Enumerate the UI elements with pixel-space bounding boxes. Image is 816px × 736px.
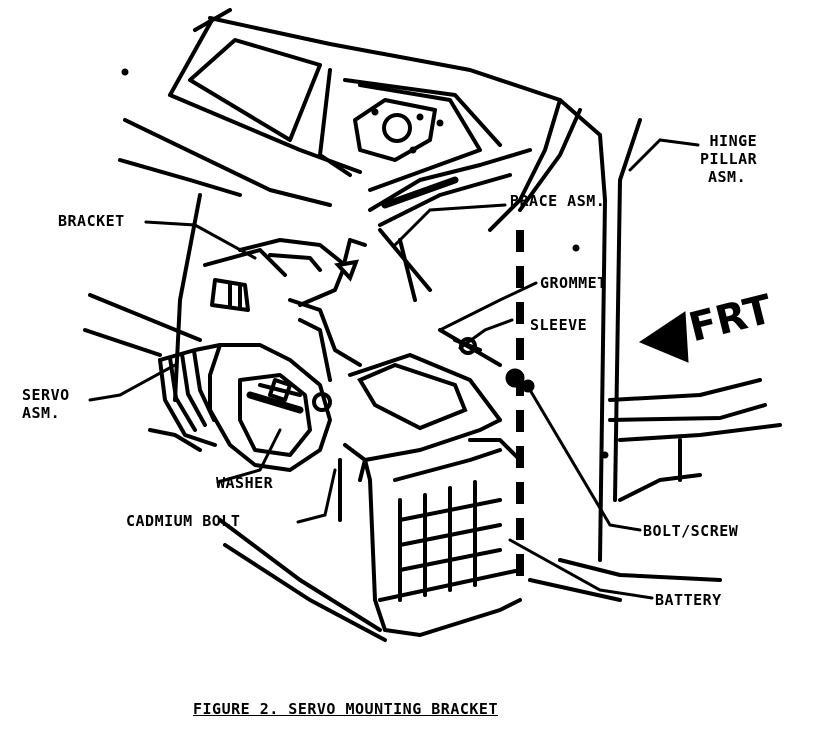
servo-bracket xyxy=(238,238,367,382)
hinge-pillar xyxy=(516,118,782,580)
hinge-pillar-line-2: PILLAR xyxy=(700,150,758,168)
brace-assembly xyxy=(368,98,582,302)
servo-assembly xyxy=(148,343,332,472)
hinge-pillar-line-1: HINGE xyxy=(709,132,758,150)
servo-asm-line-2: ASM. xyxy=(22,404,61,422)
brace-asm-label: BRACE ASM. xyxy=(510,192,606,210)
bolt-screw-label: BOLT/SCREW xyxy=(643,522,739,540)
bracket-label: BRACKET xyxy=(58,212,125,230)
washer-label: WASHER xyxy=(216,474,274,492)
servo-asm-label: SERVO ASM. xyxy=(22,386,70,422)
cowl-panel xyxy=(118,8,602,207)
cadmium-bolt-label: CADMIUM BOLT xyxy=(126,512,241,530)
sleeve-label: SLEEVE xyxy=(530,316,588,334)
floor-lines xyxy=(218,458,722,642)
figure-caption: FIGURE 2. SERVO MOUNTING BRACKET xyxy=(193,700,498,718)
leader-lines xyxy=(88,138,700,600)
hinge-pillar-label: HINGE PILLAR ASM. xyxy=(700,132,757,186)
servo-asm-line-1: SERVO xyxy=(22,386,70,404)
front-direction-arrow xyxy=(638,311,689,363)
bolt-screw-hardware xyxy=(438,328,535,393)
battery-label: BATTERY xyxy=(655,591,722,609)
battery xyxy=(343,353,522,637)
grommet-label: GROMMET xyxy=(540,274,607,292)
hinge-pillar-line-3: ASM. xyxy=(708,168,747,186)
fender-panel xyxy=(83,193,287,402)
